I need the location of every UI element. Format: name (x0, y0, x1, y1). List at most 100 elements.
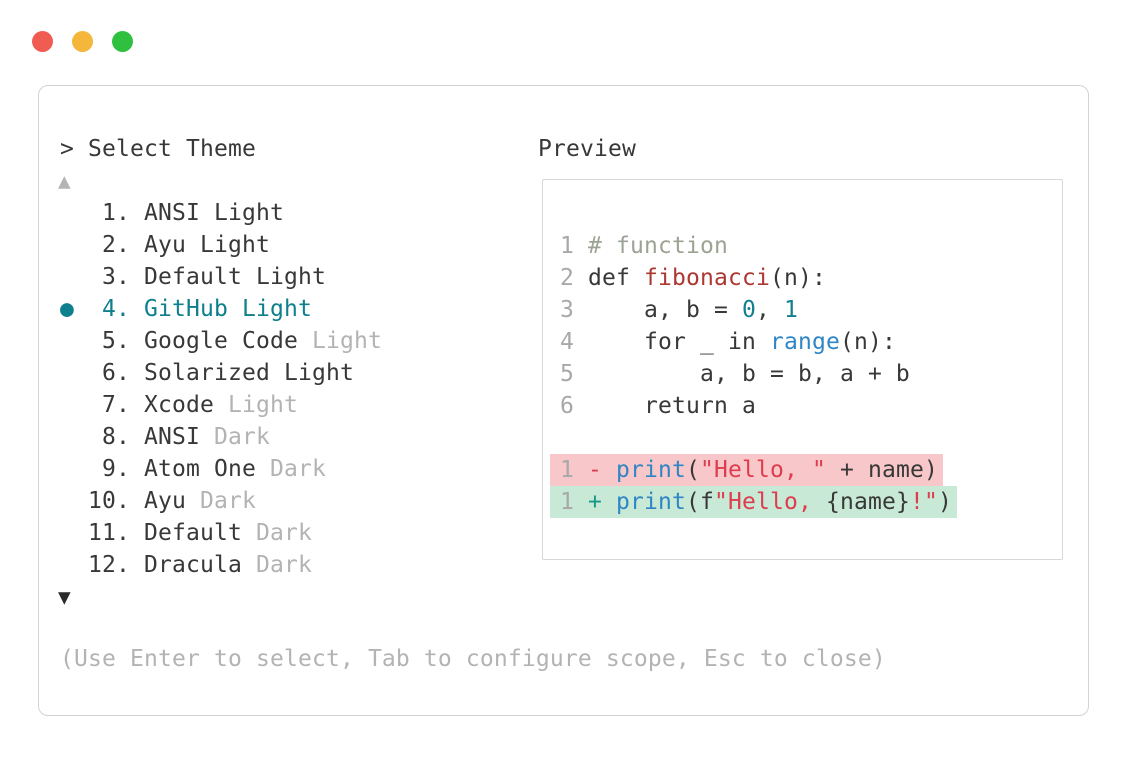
theme-option-solarized-light[interactable]: 6. Solarized Light (60, 357, 382, 389)
token-call: print (616, 489, 686, 515)
token-call: print (616, 457, 686, 483)
bullet-placeholder (60, 392, 74, 418)
scroll-up-indicator[interactable]: ▲ (58, 169, 71, 193)
theme-number: 9. (74, 456, 144, 482)
theme-name: GitHub Light (144, 296, 312, 322)
token-ln: 2 (560, 265, 574, 291)
token-str: "Hello, " (700, 457, 826, 483)
token-str: !" (909, 489, 938, 515)
token-fg (574, 233, 588, 259)
code-line (560, 422, 957, 454)
bullet-placeholder (60, 488, 74, 514)
bullet-placeholder (60, 520, 74, 546)
token-fg: (n): (769, 265, 826, 291)
theme-option-ansi[interactable]: 8. ANSI Dark (60, 421, 382, 453)
token-fg: for _ in (574, 329, 770, 355)
bullet-placeholder (60, 232, 74, 258)
diff-highlight-added: 1 + print(f"Hello, {name}!") (550, 486, 957, 518)
theme-name: Xcode (144, 392, 214, 418)
token-fg (574, 489, 588, 515)
theme-option-xcode[interactable]: 7. Xcode Light (60, 389, 382, 421)
bullet-placeholder (60, 200, 74, 226)
theme-option-default-light[interactable]: 3. Default Light (60, 261, 382, 293)
theme-picker-panel: > Select Theme Preview ▲ 1. ANSI Light 2… (38, 85, 1089, 716)
code-line: 2 def fibonacci(n): (560, 262, 957, 294)
theme-name: Default Light (144, 264, 326, 290)
close-window-button[interactable] (32, 31, 53, 52)
theme-number: 6. (74, 360, 144, 386)
theme-name: ANSI Light (144, 200, 284, 226)
theme-number: 7. (74, 392, 144, 418)
token-ln: 5 (560, 361, 574, 387)
token-ln: 1 (560, 489, 574, 515)
theme-option-google-code[interactable]: 5. Google Code Light (60, 325, 382, 357)
token-ln: 1 (560, 457, 574, 483)
token-fg: a, b = b, a + b (574, 361, 910, 387)
token-call: range (769, 329, 840, 355)
bullet-placeholder (60, 328, 74, 354)
token-comment: # function (588, 233, 728, 259)
select-theme-prompt: > Select Theme (60, 136, 256, 162)
theme-option-ayu-light[interactable]: 2. Ayu Light (60, 229, 382, 261)
theme-option-dracula[interactable]: 12. Dracula Dark (60, 549, 382, 581)
theme-variant-dim: Light (297, 328, 382, 354)
token-ins: + (588, 489, 616, 515)
theme-number: 8. (74, 424, 144, 450)
token-fg (574, 457, 588, 483)
theme-number: 4. (74, 296, 144, 322)
minimize-window-button[interactable] (72, 31, 93, 52)
theme-variant-dim: Light (214, 392, 298, 418)
token-fg: (n): (839, 329, 896, 355)
theme-name: ANSI (144, 424, 200, 450)
zoom-window-button[interactable] (112, 31, 133, 52)
window-controls (32, 31, 133, 52)
theme-option-ayu[interactable]: 10. Ayu Dark (60, 485, 382, 517)
theme-variant-dim: Dark (241, 520, 312, 546)
bullet-placeholder (60, 552, 74, 578)
bullet-placeholder (60, 456, 74, 482)
token-del: - (588, 457, 616, 483)
token-fg: def (574, 265, 644, 291)
preview-label: Preview (538, 136, 636, 162)
theme-number: 3. (74, 264, 144, 290)
token-fg: a, b = (574, 297, 742, 323)
theme-list: 1. ANSI Light 2. Ayu Light 3. Default Li… (60, 197, 382, 581)
theme-number: 5. (74, 328, 144, 354)
token-fg: , (755, 297, 784, 323)
theme-option-atom-one[interactable]: 9. Atom One Dark (60, 453, 382, 485)
code-line: 4 for _ in range(n): (560, 326, 957, 358)
token-fg: ) (937, 489, 952, 515)
code-line: 1 # function (560, 230, 957, 262)
theme-name: Solarized Light (144, 360, 354, 386)
bullet-placeholder (60, 424, 74, 450)
theme-variant-dim: Dark (200, 424, 270, 450)
theme-name: Atom One (144, 456, 256, 482)
help-text: (Use Enter to select, Tab to configure s… (60, 646, 886, 672)
code-line: 3 a, b = 0, 1 (560, 294, 957, 326)
code-line: 5 a, b = b, a + b (560, 358, 957, 390)
bullet-placeholder (60, 360, 74, 386)
theme-option-github-light[interactable]: ● 4. GitHub Light (60, 293, 382, 325)
token-ln: 1 (560, 233, 574, 259)
token-fg: return a (574, 393, 756, 419)
bullet-placeholder (60, 264, 74, 290)
theme-number: 2. (74, 232, 144, 258)
theme-variant-dim: Dark (241, 552, 312, 578)
code-line: 6 return a (560, 390, 957, 422)
token-ln: 4 (560, 329, 574, 355)
theme-number: 12. (74, 552, 144, 578)
token-func: fibonacci (644, 265, 770, 291)
theme-number: 1. (74, 200, 144, 226)
theme-name: Ayu (144, 488, 186, 514)
diff-line-removed: 1 - print("Hello, " + name) (550, 454, 957, 486)
token-fg: (f (686, 489, 714, 515)
theme-number: 10. (74, 488, 144, 514)
theme-option-default[interactable]: 11. Default Dark (60, 517, 382, 549)
token-num: 1 (783, 297, 798, 323)
theme-option-ansi-light[interactable]: 1. ANSI Light (60, 197, 382, 229)
theme-name: Dracula (144, 552, 242, 578)
theme-name: Default (144, 520, 242, 546)
scroll-down-indicator[interactable]: ▼ (58, 585, 71, 609)
theme-number: 11. (74, 520, 144, 546)
